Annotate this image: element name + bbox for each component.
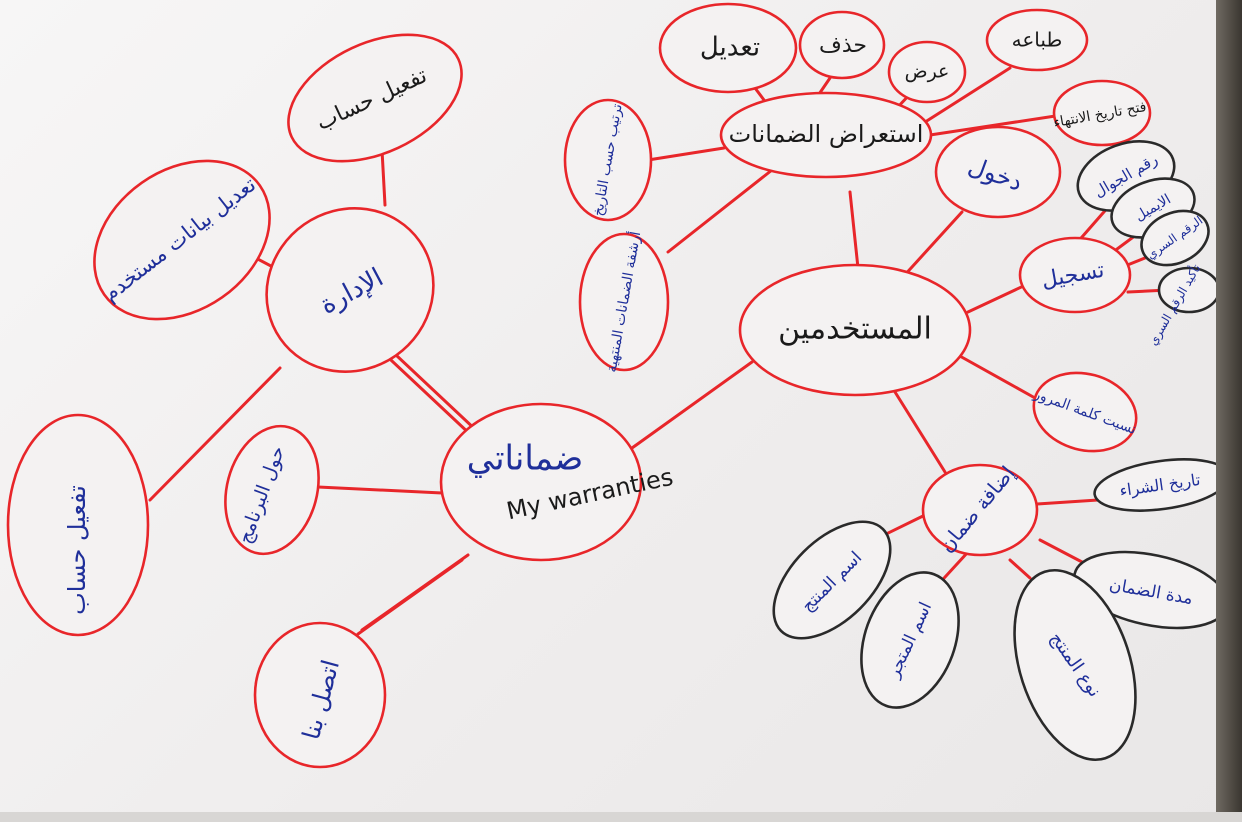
node-edit-user <box>93 159 271 321</box>
connector-central-about <box>316 485 444 495</box>
connector-browse-print <box>920 66 1012 126</box>
node-password <box>1140 209 1210 267</box>
connector-central-contact-2 <box>356 558 464 636</box>
table-edge <box>1216 0 1242 822</box>
node-activate-top <box>287 33 463 163</box>
node-edit <box>658 2 798 94</box>
connector-admin-activate-top <box>380 148 387 207</box>
activate-left-label: تفعيل حساب <box>63 485 91 615</box>
edit-label: تعديل <box>700 33 760 63</box>
connector-users-browse <box>848 190 860 270</box>
browse-label: استعراض الضمانات <box>729 120 924 148</box>
node-add <box>921 463 1039 557</box>
users-label: المستخدمين <box>778 312 932 347</box>
node-about <box>224 424 320 556</box>
connector-admin-activate-left <box>148 366 282 502</box>
bubbles <box>6 2 1231 769</box>
node-product <box>772 520 892 640</box>
node-activate-left <box>6 413 150 637</box>
connector-browse-archive <box>666 168 774 254</box>
node-browse <box>719 91 933 179</box>
node-print <box>985 8 1089 72</box>
connector-browse-alert <box>928 113 1064 137</box>
node-type <box>1013 568 1137 762</box>
connector-users-login <box>900 210 964 280</box>
connector-users-add <box>893 390 947 474</box>
central-node <box>439 402 643 562</box>
node-view <box>887 40 967 104</box>
delete-label: حذف <box>819 33 867 58</box>
node-admin <box>265 207 435 373</box>
node-sort <box>563 98 653 222</box>
connector-browse-sort <box>646 146 726 162</box>
connector-central-users <box>630 360 754 450</box>
print-label: طباعه <box>1012 28 1063 52</box>
connector-users-register <box>966 280 1034 314</box>
node-login <box>934 125 1062 219</box>
node-delete <box>798 10 886 80</box>
node-archive <box>578 232 670 372</box>
central-label: ضماناتي <box>467 439 584 479</box>
node-store <box>860 571 960 709</box>
node-forgot <box>1032 371 1138 453</box>
connector-add-type <box>1008 558 1032 580</box>
connector-users-forgot <box>956 353 1037 400</box>
bottom-edge <box>0 812 1242 822</box>
view-label: عرض <box>905 61 950 83</box>
node-register <box>1018 236 1132 314</box>
node-alert <box>1052 79 1152 147</box>
connector-add-period <box>1038 538 1084 564</box>
node-users <box>738 263 972 397</box>
connector-central-admin-2 <box>374 344 474 438</box>
node-contact <box>253 621 387 769</box>
